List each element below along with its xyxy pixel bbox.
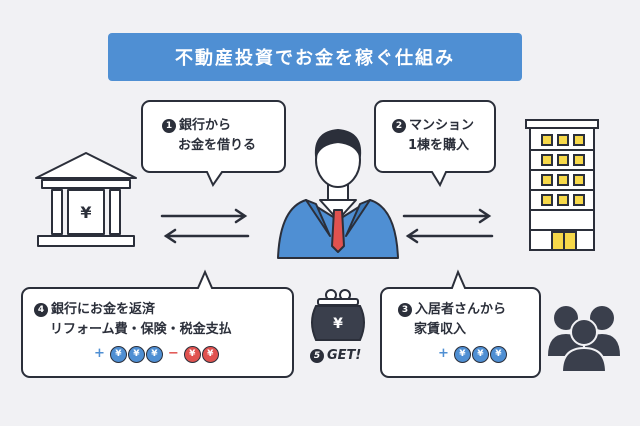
diagram-title: 不動産投資でお金を稼ぐ仕組み <box>108 33 522 81</box>
step-1-line1: 銀行から <box>179 118 232 133</box>
step-3-number: 3 <box>398 303 412 317</box>
exchange-arrows-left <box>160 208 250 244</box>
income-coins: + ¥ ¥ ¥ <box>398 344 507 364</box>
yen-coin-icon: ¥ <box>453 345 471 363</box>
step-2-line1: マンション <box>409 118 475 133</box>
plus-sign: + <box>94 346 105 361</box>
yen-coin-icon: ¥ <box>489 345 507 363</box>
yen-coin-icon: ¥ <box>109 345 127 363</box>
yen-coin-icon: ¥ <box>201 345 219 363</box>
step-5-number: 5 <box>310 349 324 363</box>
speech-bubble-4 <box>21 269 294 378</box>
investor-icon <box>277 129 399 259</box>
yen-coin-icon: ¥ <box>471 345 489 363</box>
step-4-line1: 銀行にお金を返済 <box>51 302 156 317</box>
yen-coin-icon: ¥ <box>145 345 163 363</box>
step-3-line2: 家賃収入 <box>414 322 467 337</box>
exchange-arrows-right <box>402 208 494 244</box>
step-2-number: 2 <box>392 119 406 133</box>
yen-coin-icon: ¥ <box>127 345 145 363</box>
svg-text:¥: ¥ <box>333 316 343 332</box>
step-3-line1: 入居者さんから <box>415 302 507 317</box>
speech-bubble-1 <box>141 100 286 188</box>
minus-sign: − <box>167 346 179 361</box>
yen-coin-icon: ¥ <box>183 345 201 363</box>
svg-text:¥: ¥ <box>80 203 91 222</box>
step-5-label: GET! <box>327 348 362 363</box>
step-1-line2: お金を借りる <box>178 138 257 153</box>
plus-sign: + <box>438 346 449 361</box>
wallet-icon: ¥ <box>311 289 365 341</box>
apartment-building-icon <box>525 119 599 251</box>
tenants-icon <box>548 306 620 373</box>
step-2-line2: 1棟を購入 <box>408 138 470 153</box>
step-4-number: 4 <box>34 303 48 317</box>
repayment-coins: + ¥ ¥ ¥ − ¥ ¥ <box>34 344 232 364</box>
bank-icon: ¥ <box>35 152 137 247</box>
step-1-number: 1 <box>162 119 176 133</box>
step-4-line2: リフォーム費・保険・税金支払 <box>50 322 232 337</box>
